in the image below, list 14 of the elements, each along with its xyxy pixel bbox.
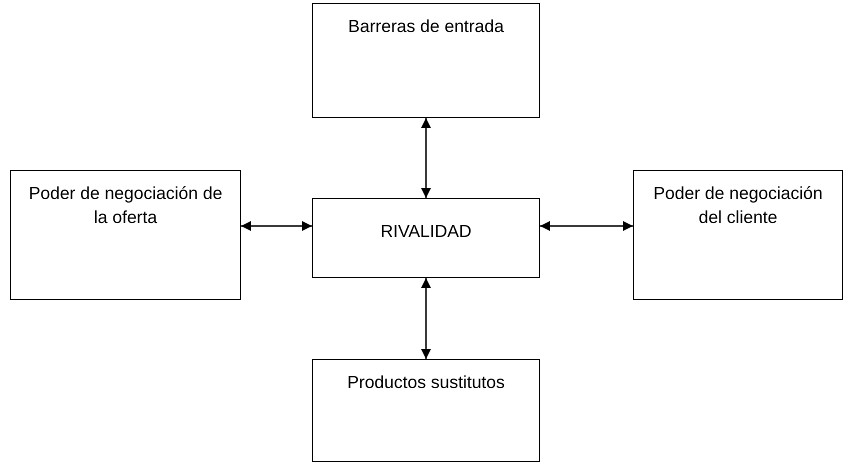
arrow — [241, 221, 312, 231]
arrow — [421, 118, 431, 198]
box-label: Poder de negociación de la oferta — [28, 182, 224, 229]
process-box — [633, 170, 843, 300]
box-label: Productos sustitutos — [346, 371, 506, 394]
process-box — [10, 170, 241, 300]
box-label: Poder de negociación del cliente — [652, 182, 824, 229]
arrow — [540, 221, 633, 231]
box-label: RIVALIDAD — [379, 220, 473, 243]
process-box — [312, 359, 540, 462]
box-label: Barreras de entrada — [347, 15, 505, 38]
arrow — [421, 278, 431, 359]
process-box — [312, 3, 540, 118]
process-box — [312, 198, 540, 278]
